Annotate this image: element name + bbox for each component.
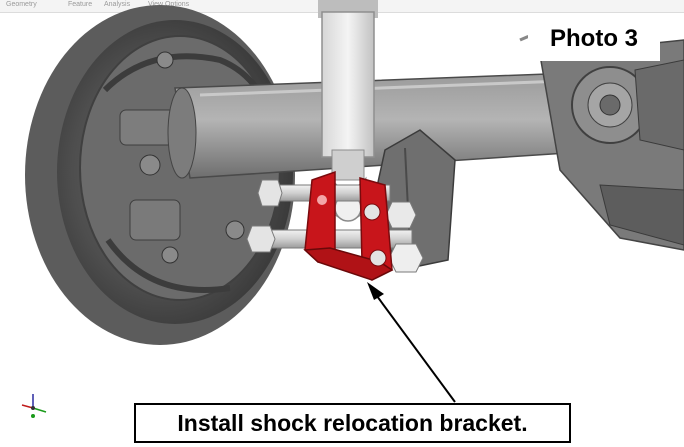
shock-absorber	[318, 0, 378, 222]
shock-relocation-bracket	[303, 170, 394, 281]
photo-number-label: Photo 3	[528, 17, 660, 61]
toolbar-tab-4[interactable]: View Options	[148, 1, 190, 8]
axis-triad-icon	[21, 394, 47, 418]
toolbar-tab-2[interactable]: Feature	[68, 1, 93, 8]
toolbar-tab-1[interactable]: Geometry	[6, 1, 37, 8]
brake-drum	[25, 5, 295, 345]
callout-arrow	[367, 282, 456, 403]
instruction-caption: Install shock relocation bracket.	[134, 403, 571, 443]
toolbar-tab-3[interactable]: Analysis	[104, 1, 131, 8]
differential-housing	[519, 31, 684, 251]
